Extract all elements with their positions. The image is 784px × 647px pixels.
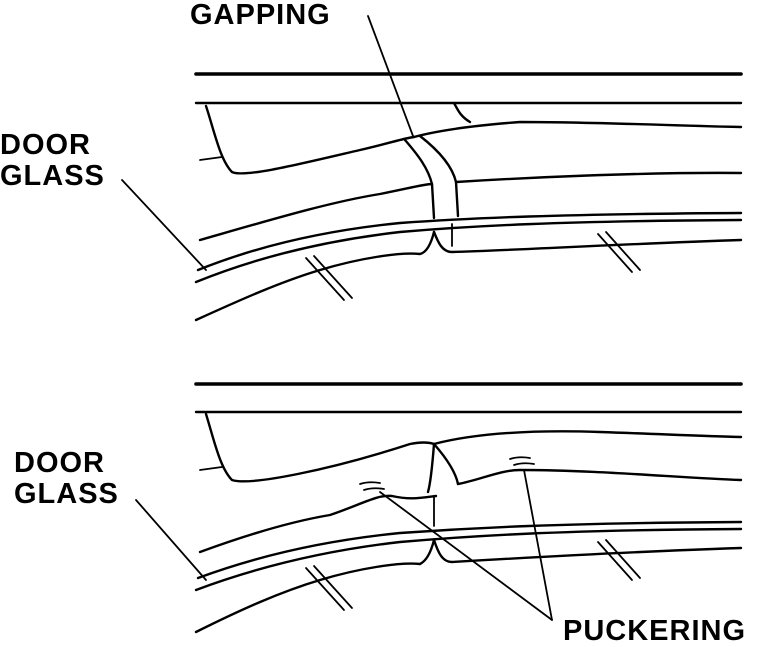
door-glass-top-leader-line (121, 179, 207, 271)
top-lower-lip-right (432, 230, 743, 254)
top-break-mark-left-b (313, 255, 353, 299)
top-seal-left-lower (198, 182, 434, 242)
bottom-lower-lip-right (432, 538, 743, 564)
bottom-glass-edge-inner (194, 527, 743, 592)
top-seal-tick (199, 156, 223, 161)
bottom-view-puckering (135, 382, 743, 634)
top-view-gapping (121, 15, 743, 322)
puckering-leader-left (379, 491, 553, 621)
top-break-mark-right-a (597, 233, 633, 273)
puckering-label: PUCKERING (563, 615, 747, 647)
door-glass-label-bottom: DOOR GLASS (14, 448, 119, 510)
door-glass-bottom-line2: GLASS (14, 478, 119, 510)
bottom-seal-bump (432, 442, 460, 486)
top-seal-joint-curve (452, 101, 472, 124)
gapping-label: GAPPING (190, 0, 331, 31)
bottom-lower-lip-left (194, 538, 436, 634)
top-seal-right-outline (412, 120, 743, 139)
bottom-break-mark-left-a (305, 567, 345, 611)
bottom-seal-tick (199, 466, 223, 471)
top-glass-edge-outer (196, 211, 743, 272)
bottom-seal-left-outline (204, 412, 436, 483)
door-glass-top-line1: DOOR (0, 129, 91, 161)
bottom-seal-joint (426, 442, 436, 494)
top-gap-right-edge (418, 134, 460, 218)
bottom-break-mark-right-a (597, 541, 633, 581)
pucker-mark-right-b (513, 462, 535, 466)
top-lower-lip-left (194, 230, 436, 322)
top-gap-left-edge (403, 138, 436, 220)
door-glass-bottom-line1: DOOR (14, 447, 105, 479)
top-break-mark-right-b (605, 231, 641, 271)
pucker-mark-left-b (363, 487, 385, 491)
pucker-mark-left-a (359, 481, 381, 485)
pucker-mark-right-a (509, 456, 531, 460)
bottom-seal-right-lower (456, 468, 743, 486)
bottom-seal-right-outline (432, 430, 743, 446)
bottom-break-mark-left-b (313, 565, 353, 609)
door-glass-label-top: DOOR GLASS (0, 130, 105, 192)
top-glass-edge-inner (194, 218, 743, 284)
top-seal-right-lower (454, 171, 743, 184)
bottom-glass-edge-outer (196, 520, 743, 580)
bottom-seal-left-lower (198, 494, 438, 554)
puckering-leader-right (523, 469, 553, 621)
top-seal-left-outline (204, 104, 416, 175)
top-break-mark-left-a (305, 257, 345, 301)
door-glass-bottom-leader-line (135, 499, 207, 581)
bottom-break-mark-right-b (605, 539, 641, 579)
gapping-leader-line (367, 15, 414, 137)
door-glass-top-line2: GLASS (0, 160, 105, 192)
